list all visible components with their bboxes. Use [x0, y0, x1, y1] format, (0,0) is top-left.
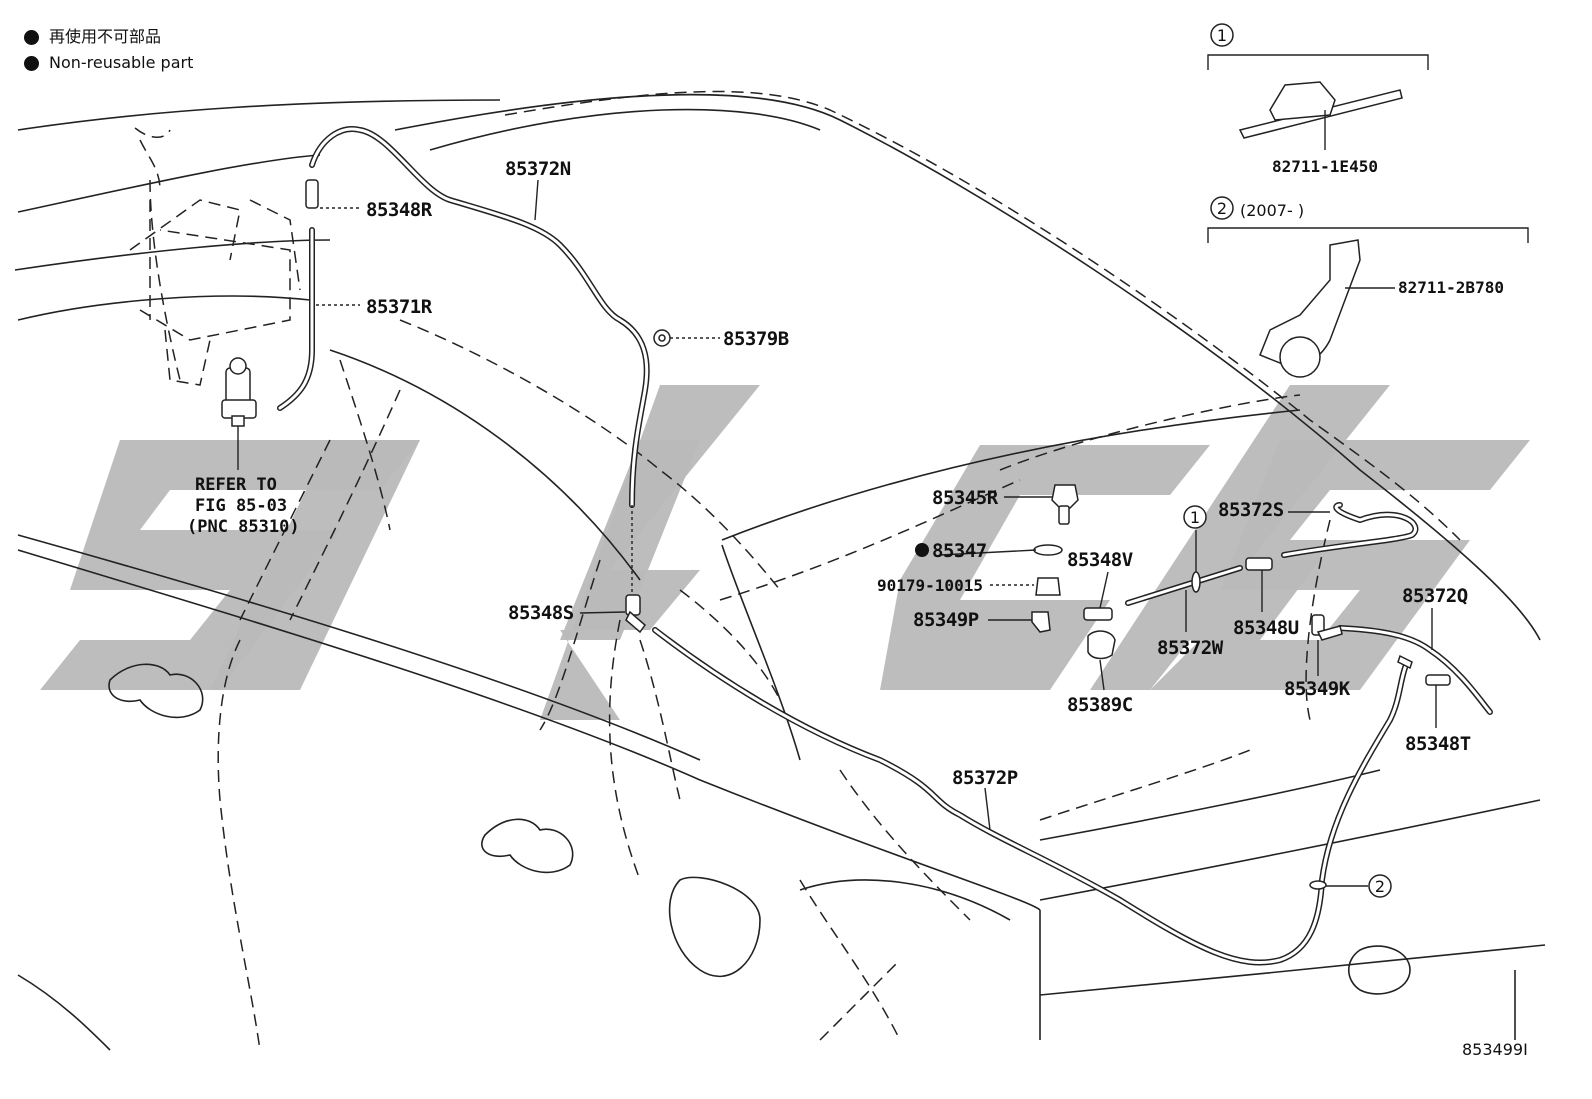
- label-82711-2B780: 82711-2B780: [1398, 278, 1504, 297]
- label-85349P: 85349P: [913, 609, 979, 631]
- fittings: [305, 179, 1451, 890]
- label-85379B: 85379B: [723, 328, 789, 350]
- diagram-id: 853499I: [1462, 1040, 1528, 1059]
- label-85348V: 85348V: [1067, 549, 1133, 571]
- label-85389C: 85389C: [1067, 694, 1133, 716]
- label-85345R: 85345R: [932, 487, 999, 509]
- label-90179-10015: 90179-10015: [877, 576, 983, 595]
- label-85372Q: 85372Q: [1402, 585, 1468, 607]
- label-85372P: 85372P: [952, 767, 1018, 789]
- legend-row-jp: 再使用不可部品: [24, 24, 193, 50]
- label-85371R: 85371R: [366, 296, 433, 318]
- legend: 再使用不可部品 Non-reusable part: [24, 24, 193, 76]
- legend-jp-text: 再使用不可部品: [49, 27, 162, 46]
- part-labels: 85372N 85348R 85371R 85379B REFER TO FIG…: [187, 157, 1528, 1059]
- label-85372N: 85372N: [505, 158, 571, 180]
- callout-1: 1: [1217, 26, 1227, 45]
- label-85348R: 85348R: [366, 199, 433, 221]
- non-reusable-dot-icon: [915, 543, 929, 557]
- inset-parts: [1207, 54, 1529, 378]
- callout-1-b: 1: [1190, 508, 1200, 527]
- legend-en-text: Non-reusable part: [49, 53, 194, 72]
- label-85372S: 85372S: [1218, 499, 1284, 521]
- non-reusable-dot-icon: [24, 55, 39, 71]
- washer-hoses: [277, 126, 1493, 966]
- label-85348T: 85348T: [1405, 733, 1471, 755]
- watermark-logo: [40, 385, 1530, 720]
- callout-2-circle-b: [1368, 874, 1392, 898]
- callout-2-circle: [1210, 196, 1234, 220]
- refer-line-3: (PNC 85310): [187, 517, 300, 537]
- leader-lines: [316, 179, 1437, 887]
- refer-line-2: FIG 85-03: [195, 496, 287, 516]
- callout-1-circle: [1210, 23, 1234, 47]
- callouts: 1 2 1 2: [915, 23, 1392, 898]
- label-85348S: 85348S: [508, 602, 574, 624]
- label-82711-1E450: 82711-1E450: [1272, 157, 1378, 176]
- non-reusable-dot-icon: [24, 29, 39, 45]
- callout-2-b: 2: [1375, 877, 1385, 896]
- vehicle-body-lines: [14, 93, 1546, 1051]
- year-range: (2007- ): [1240, 201, 1304, 220]
- callout-1-circle-b: [1183, 505, 1207, 529]
- callout-2: 2: [1217, 199, 1227, 218]
- label-85349K: 85349K: [1284, 678, 1351, 700]
- label-85347: 85347: [932, 540, 987, 562]
- legend-row-en: Non-reusable part: [24, 50, 193, 76]
- washer-pump-assembly: [221, 357, 257, 470]
- label-85372W: 85372W: [1157, 637, 1224, 659]
- refer-line-1: REFER TO: [195, 475, 277, 495]
- label-85348U: 85348U: [1233, 617, 1299, 639]
